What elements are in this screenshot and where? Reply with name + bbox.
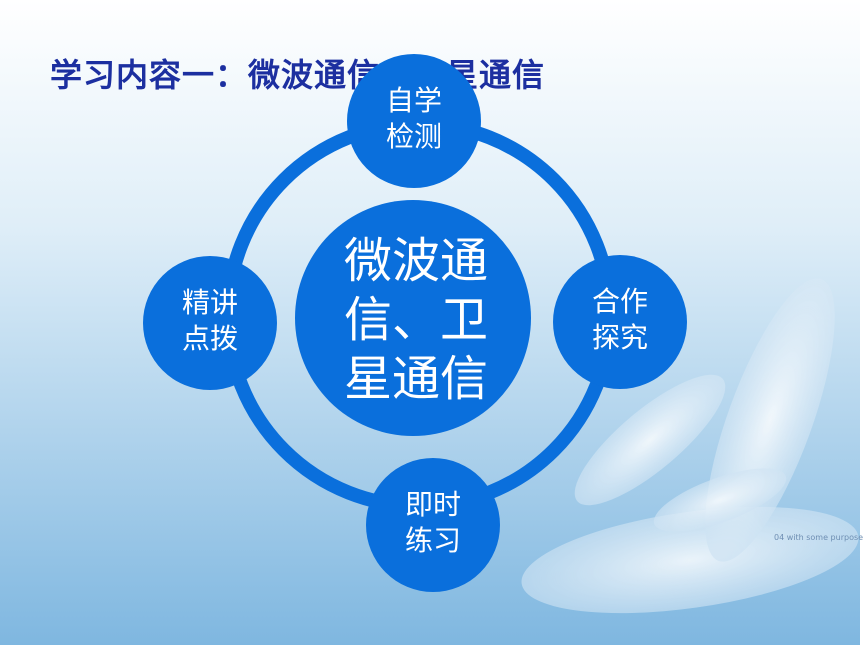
node-top-line-1: 自学: [386, 84, 442, 117]
node-right-line-2: 探究: [592, 321, 648, 354]
node-right-line-1: 合作: [592, 285, 648, 318]
decorative-petals: [521, 278, 859, 614]
node-bottom-line-2: 练习: [405, 524, 461, 557]
node-bottom-line-1: 即时: [405, 488, 461, 521]
node-top: 自学 检测: [347, 54, 481, 188]
center-line-3: 星通信: [344, 351, 488, 407]
node-left: 精讲 点拨: [143, 256, 277, 390]
node-right: 合作 探究: [553, 255, 687, 389]
center-node: 微波通 信、卫 星通信: [295, 200, 531, 436]
node-left-line-1: 精讲: [182, 286, 238, 319]
node-left-line-2: 点拨: [182, 322, 238, 355]
center-line-1: 微波通: [344, 233, 488, 289]
node-bottom: 即时 练习: [366, 458, 500, 592]
node-top-line-2: 检测: [386, 120, 442, 153]
center-line-2: 信、卫: [344, 292, 488, 348]
decorative-tagline: 04 with some purpose: [774, 533, 863, 542]
